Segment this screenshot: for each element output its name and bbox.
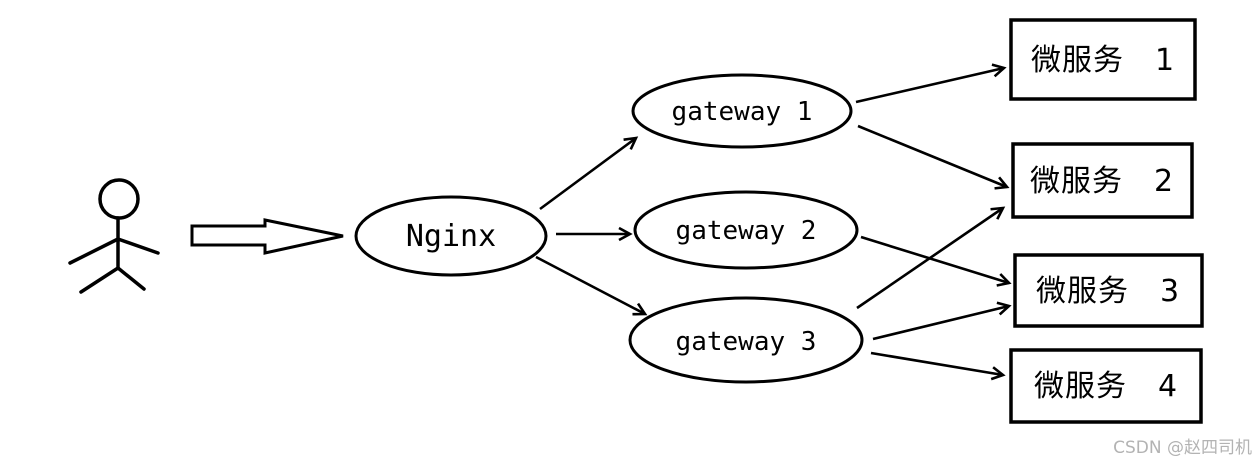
node-nginx: Nginx	[354, 195, 548, 277]
edge-nginx-gateway-3	[535, 255, 648, 316]
stick-figure-icon	[68, 178, 160, 294]
node-service-1: 微服务 1	[1009, 18, 1197, 101]
node-gateway-2: gateway 2	[633, 190, 859, 270]
block-arrow-icon	[190, 218, 344, 255]
edge-gateway-1-service-1	[855, 63, 1007, 104]
node-gateway-3: gateway 3	[628, 296, 864, 384]
gateway-3-label: gateway 3	[676, 327, 817, 357]
watermark-text: CSDN @赵四司机	[1113, 438, 1252, 458]
edge-gateway-3-service-3	[872, 301, 1012, 341]
edge-nginx-gateway-1	[539, 136, 639, 211]
edge-gateway-2-service-3	[860, 235, 1012, 287]
service-1-label: 微服务 1	[1031, 43, 1175, 78]
service-3-label: 微服务 3	[1036, 274, 1180, 309]
edge-gateway-1-service-2	[857, 124, 1010, 190]
edge-gateway-3-service-4	[870, 351, 1006, 381]
node-service-4: 微服务 4	[1009, 348, 1203, 424]
edge-gateway-3-service-2	[856, 206, 1006, 310]
edges	[535, 63, 1012, 381]
service-2-label: 微服务 2	[1030, 164, 1174, 199]
gateway-1-label: gateway 1	[672, 97, 813, 127]
nginx-label: Nginx	[406, 219, 496, 254]
gateway-2-label: gateway 2	[676, 216, 817, 246]
node-service-3: 微服务 3	[1013, 253, 1204, 328]
service-4-label: 微服务 4	[1034, 369, 1178, 404]
node-service-2: 微服务 2	[1011, 142, 1194, 219]
node-gateway-1: gateway 1	[631, 73, 853, 149]
